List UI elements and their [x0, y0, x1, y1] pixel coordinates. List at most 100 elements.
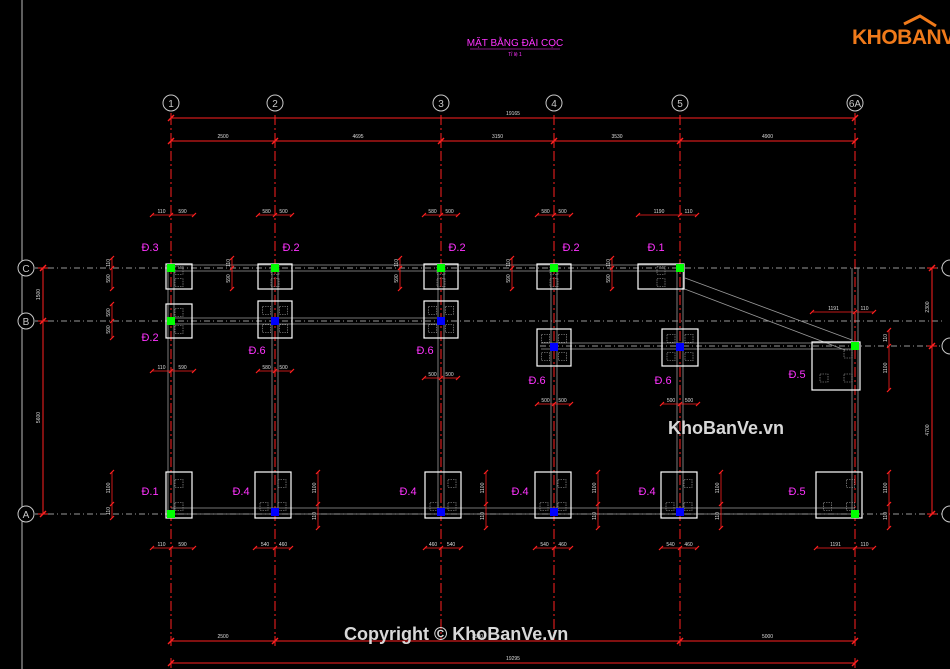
pile [174, 502, 184, 511]
column-green [676, 264, 684, 272]
local-dim-label: 1100 [312, 482, 318, 493]
pile [445, 305, 454, 315]
column-blue [550, 343, 558, 351]
local-dim-label: 540 [666, 542, 675, 548]
pile [558, 352, 567, 362]
local-dim-label: 500 [428, 372, 437, 378]
dim-label: 19295 [506, 656, 520, 662]
dim-label: 3530 [472, 634, 483, 640]
local-dim-slash [568, 401, 574, 407]
pile [843, 373, 853, 383]
pile-label: Đ.5 [788, 369, 805, 381]
pile [447, 479, 457, 488]
dim-label: 4695 [352, 134, 363, 140]
pile [541, 352, 550, 362]
copyright-text: Copyright © KhoBanVe.vn [344, 624, 569, 644]
local-dim-slash [455, 212, 461, 218]
pile [428, 305, 437, 315]
local-dim-label: 110 [861, 306, 869, 312]
local-dim-label: 110 [715, 512, 721, 520]
local-dim-label: 500 [685, 398, 694, 404]
pile [428, 324, 437, 334]
house-icon [903, 14, 937, 28]
local-dim-slash [421, 375, 427, 381]
local-dim-slash [595, 469, 601, 475]
pile [683, 502, 693, 511]
pile [683, 479, 693, 488]
pile [846, 502, 855, 511]
local-dim-label: 580 [262, 209, 271, 215]
local-dim-slash [109, 255, 115, 261]
dim-slash [167, 659, 175, 667]
axis-label-x: 2 [272, 99, 278, 110]
pile-cap [165, 303, 193, 339]
dim-slash [39, 264, 47, 272]
pile-label: Đ.5 [788, 486, 805, 498]
local-dim-label: 500 [279, 209, 288, 215]
local-dim-label: 110 [158, 209, 166, 215]
pile [541, 333, 550, 343]
local-dim-label: 590 [106, 274, 112, 283]
pile-cap [661, 328, 699, 367]
local-dim-slash [149, 368, 155, 374]
dim-slash [851, 637, 859, 645]
local-dim-label: 460 [684, 542, 693, 548]
local-dim-label: 110 [394, 259, 400, 267]
local-dim-slash [229, 255, 235, 261]
pile [666, 352, 676, 362]
dim-slash [271, 637, 279, 645]
local-dim-slash [191, 368, 197, 374]
axis-bubble-x [162, 94, 180, 112]
local-dim-label: 1100 [715, 482, 721, 493]
pile [174, 265, 184, 275]
local-dim-slash [168, 545, 174, 551]
dim-slash [928, 342, 936, 350]
pile [259, 502, 269, 511]
local-dim-slash [149, 212, 155, 218]
pile-label: Đ.2 [282, 242, 299, 254]
pile [843, 349, 853, 359]
axis-bubble-right [941, 505, 950, 523]
column-green [437, 264, 445, 272]
dim-slash [676, 137, 684, 145]
logo-part-1: KHO [852, 26, 898, 49]
local-dim-slash [483, 501, 489, 507]
pile-label: Đ.2 [141, 332, 158, 344]
local-dim-slash [809, 309, 815, 315]
logo-part-2: BANVE [897, 26, 950, 49]
dim-slash [271, 137, 279, 145]
column-green [167, 264, 175, 272]
dim-label: 3530 [611, 134, 622, 140]
beam-diagonal [684, 277, 853, 341]
pile-cap [637, 263, 685, 290]
local-dim-slash [659, 401, 665, 407]
local-dim-label: 110 [606, 259, 612, 267]
local-dim-slash [886, 469, 892, 475]
dim-slash [851, 659, 859, 667]
local-dim-slash [272, 212, 278, 218]
pile [684, 333, 694, 343]
axis-label-y: A [23, 510, 30, 521]
pile [429, 502, 439, 511]
local-dim-label: 110 [158, 542, 166, 548]
pile-caps [165, 263, 863, 519]
local-dim-slash [109, 501, 115, 507]
pile [557, 502, 567, 511]
pile [277, 502, 287, 511]
column-green [167, 317, 175, 325]
local-dim-slash [422, 545, 428, 551]
local-dim-slash [252, 545, 258, 551]
local-dim-slash [438, 212, 444, 218]
dim-label: 3150 [492, 134, 503, 140]
local-dim-slash [534, 401, 540, 407]
local-dim-label: 590 [226, 274, 232, 283]
local-dim-slash [438, 545, 444, 551]
column-blue [437, 317, 445, 325]
local-dim-label: 590 [506, 274, 512, 283]
column-blue [271, 508, 279, 516]
axis-bubble-x [432, 94, 450, 112]
local-dim-slash [149, 545, 155, 551]
pile [279, 305, 288, 315]
local-dim-slash [609, 286, 615, 292]
local-dim-slash [677, 212, 683, 218]
